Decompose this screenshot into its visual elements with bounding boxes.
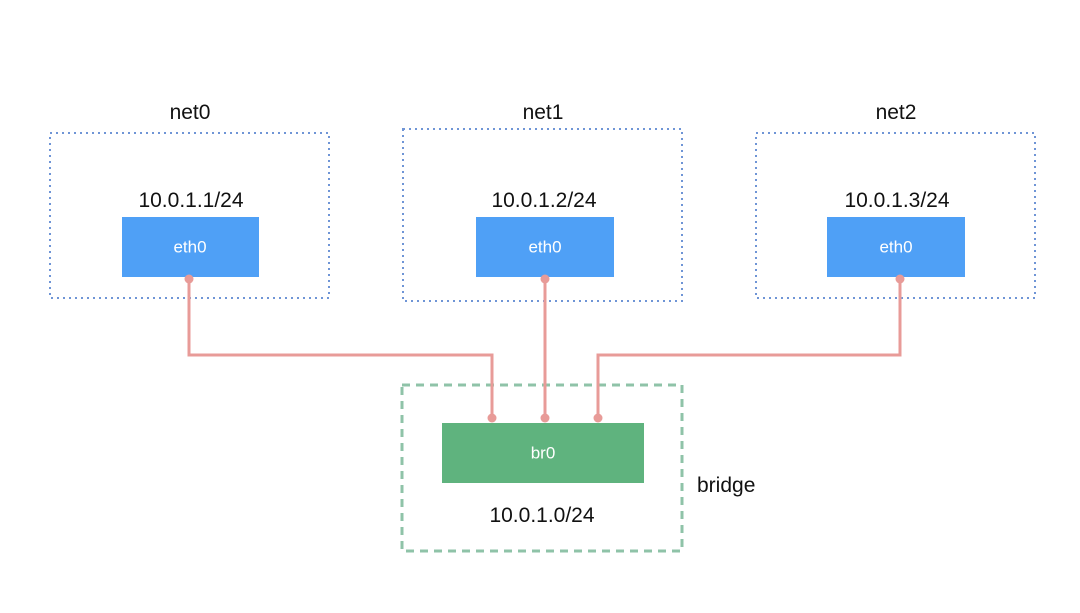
bridge-box — [400, 383, 684, 553]
link-net0-br0 — [187, 277, 494, 418]
link-endpoint-dot — [487, 413, 497, 423]
interface-label-net2: eth0 — [879, 237, 913, 257]
ip-label-net2: 10.0.1.3/24 — [844, 189, 950, 212]
namespace-label-net1: net1 — [522, 101, 564, 124]
interface-eth0-net0 — [122, 217, 259, 277]
namespace-box-net1 — [402, 128, 683, 302]
interface-label-net1: eth0 — [528, 237, 562, 257]
interface-eth0-net1 — [476, 217, 614, 277]
link-endpoint-dot — [540, 413, 550, 423]
namespace-label-net2: net2 — [875, 101, 917, 124]
ip-label-net0: 10.0.1.1/24 — [138, 189, 244, 212]
interface-label-net0: eth0 — [173, 237, 207, 257]
link-endpoint-dot — [593, 413, 603, 423]
link-net2-br0 — [596, 277, 902, 418]
namespace-label-net0: net0 — [169, 101, 211, 124]
bridge-device-label: br0 — [530, 443, 556, 463]
bridge-label: bridge — [697, 474, 756, 497]
link-endpoint-dot — [895, 274, 905, 284]
link-endpoint-dot — [540, 274, 550, 284]
namespace-box-net2 — [755, 132, 1036, 299]
link-endpoint-dot — [184, 274, 194, 284]
bridge-br0 — [442, 423, 644, 483]
ip-label-net1: 10.0.1.2/24 — [491, 189, 597, 212]
interface-eth0-net2 — [827, 217, 965, 277]
bridge-subnet-label: 10.0.1.0/24 — [489, 504, 595, 527]
